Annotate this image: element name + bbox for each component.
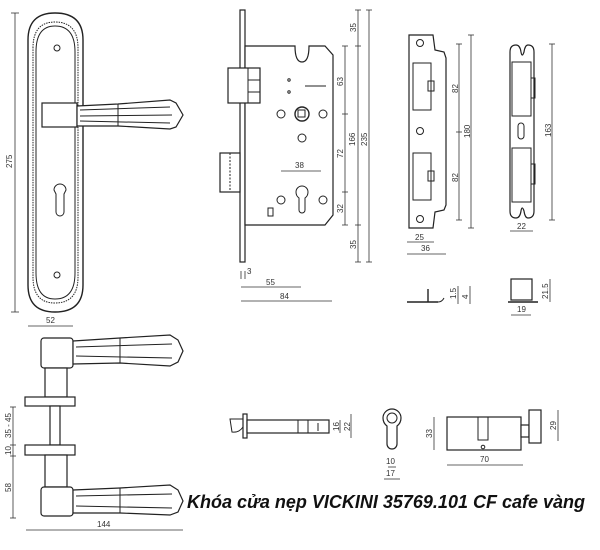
cylinder-profile: 10 17 <box>382 408 402 480</box>
backplate-front-view: 275 52 <box>5 12 184 327</box>
dim-plate-height: 275 <box>5 154 14 168</box>
dim-mortise-72: 72 <box>336 149 345 158</box>
dim-strike-36: 36 <box>421 244 430 253</box>
dim-lever-144: 144 <box>97 520 111 529</box>
dim-box-163: 163 <box>544 123 553 137</box>
dim-strike-180: 180 <box>463 124 472 138</box>
dim-cyl-29: 29 <box>549 421 558 430</box>
strike-plate: 82 82 180 25 36 <box>407 34 474 255</box>
dim-rose-10: 10 <box>4 446 13 455</box>
mortise-lock-body: 35 63 166 72 235 32 35 38 3 55 84 <box>219 9 372 302</box>
dim-box-19: 19 <box>517 305 526 314</box>
euro-cylinder: 33 29 70 <box>425 409 559 466</box>
product-title: Khóa cửa nẹp VICKINI 35769.101 CF cafe v… <box>187 492 586 512</box>
keyhole-icon <box>53 183 67 217</box>
dim-mortise-bottom: 35 <box>349 240 358 249</box>
dim-strike-25: 25 <box>415 233 424 242</box>
dim-cyl-33: 33 <box>425 429 434 438</box>
dim-mortise-32: 32 <box>336 204 345 213</box>
dim-angle-4: 4 <box>461 294 470 299</box>
lever-handle <box>41 99 184 130</box>
lever-pair-side-view: 35 - 45 10 58 144 <box>4 334 184 531</box>
dim-cyl-17: 17 <box>386 469 395 478</box>
latch-bolt: 16 22 <box>229 413 352 439</box>
dim-box-21-5: 21.5 <box>541 283 550 299</box>
dim-mortise-235: 235 <box>360 132 369 146</box>
dim-door-35-45: 35 - 45 <box>4 413 13 438</box>
dim-cyl-70: 70 <box>480 455 489 464</box>
dim-cyl-10: 10 <box>386 457 395 466</box>
dim-faceplate-thickness: 3 <box>247 267 252 276</box>
strike-side-views: 1.5 4 21.5 19 <box>407 278 551 316</box>
dim-strike-82-bottom: 82 <box>451 173 460 182</box>
dim-latch-22: 22 <box>343 422 352 431</box>
dim-strike-82-top: 82 <box>451 84 460 93</box>
dim-mortise-63: 63 <box>336 77 345 86</box>
dim-mortise-top: 35 <box>349 23 358 32</box>
dim-mortise-166: 166 <box>348 132 357 146</box>
strike-box: 163 22 <box>509 43 555 232</box>
dim-latch-16: 16 <box>332 422 341 431</box>
dim-lever-58: 58 <box>4 483 13 492</box>
dim-body-depth: 84 <box>280 292 289 301</box>
dim-mortise-38: 38 <box>295 161 304 170</box>
dim-plate-width: 52 <box>46 316 55 325</box>
dim-box-22: 22 <box>517 222 526 231</box>
dim-backset: 55 <box>266 278 275 287</box>
dim-angle-1-5: 1.5 <box>449 287 458 299</box>
